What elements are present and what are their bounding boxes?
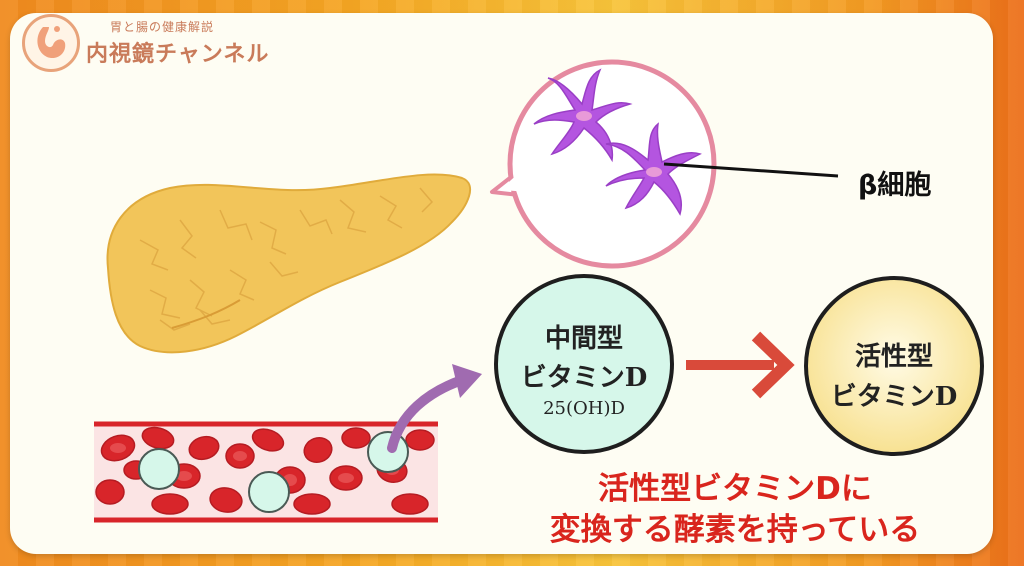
beta-cell-pointer-line bbox=[663, 162, 839, 178]
logo-stomach-icon bbox=[22, 14, 80, 72]
intermediate-vitamin-label: ビタミンD bbox=[520, 363, 648, 393]
intermediate-vitamin-d-circle bbox=[494, 274, 674, 454]
conversion-arrow bbox=[686, 331, 795, 399]
caption-line-1: 活性型ビタミンDに bbox=[598, 471, 872, 507]
beta-cell-icon bbox=[533, 68, 633, 163]
active-vitamin-d-circle bbox=[804, 276, 984, 456]
vitamin-d-particle bbox=[248, 471, 290, 513]
curved-arrow bbox=[387, 364, 482, 453]
channel-logo: 胃と腸の健康解説 内視鏡チャンネル bbox=[18, 12, 278, 72]
active-vitamin-label: ビタミンD bbox=[830, 382, 958, 412]
pancreas-illustration bbox=[106, 173, 472, 354]
beta-cell-icon bbox=[605, 122, 702, 216]
logo-channel-name: 内視鏡チャンネル bbox=[86, 42, 270, 67]
vitamin-d-particle bbox=[367, 431, 409, 473]
active-type-label: 活性型 bbox=[854, 342, 933, 372]
intermediate-type-label: 中間型 bbox=[544, 324, 623, 354]
vitamin-d-particle bbox=[138, 448, 180, 490]
logo-tagline: 胃と腸の健康解説 bbox=[110, 20, 215, 34]
beta-cell-label: β細胞 bbox=[858, 170, 932, 201]
intermediate-formula-label: 25(OH)D bbox=[543, 398, 625, 419]
caption-line-2: 変換する酵素を持っている bbox=[549, 512, 921, 548]
